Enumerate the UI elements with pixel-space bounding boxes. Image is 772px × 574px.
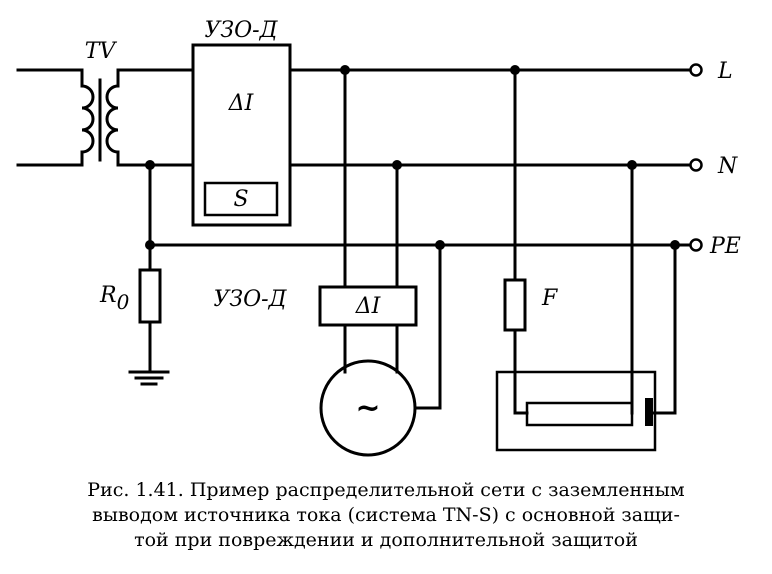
junction-dot (435, 240, 445, 250)
rcd-top-delta-label: ΔI (228, 91, 255, 116)
rcd-mid-label: УЗО-Д (214, 287, 288, 312)
heating-element (525, 401, 634, 427)
appliance-enclosure (495, 370, 657, 452)
junction-dot (510, 65, 520, 75)
junction-dot (145, 160, 155, 170)
junction-dot (145, 240, 155, 250)
line-label-PE: PE (709, 234, 741, 259)
rcd-mid-delta-label: ΔI (355, 294, 382, 319)
junction-dot (340, 65, 350, 75)
line-label-N: N (717, 154, 738, 179)
fuse-box (503, 278, 527, 332)
figure-caption: Рис. 1.41. Пример распределительной сети… (14, 478, 758, 553)
transformer-label: TV (85, 39, 118, 64)
junction-dot (670, 240, 680, 250)
caption-line-2: выводом источника тока (система TN-S) с … (92, 504, 680, 526)
enclosure-terminal (645, 398, 653, 426)
primary-winding (80, 84, 95, 154)
generator-symbol: ~ (355, 391, 380, 426)
terminal-N (689, 158, 703, 172)
line-label-L: L (717, 59, 733, 84)
rcd-top-box (191, 43, 292, 227)
terminal-PE (689, 238, 703, 252)
rcd-mid-box (318, 285, 418, 327)
rcd-top-switch-label: S (233, 187, 248, 212)
rcd-top-switch-box (203, 181, 279, 217)
caption-line-1: Рис. 1.41. Пример распределительной сети… (87, 479, 685, 501)
caption-line-3: той при повреждении и дополнительной защ… (134, 529, 638, 551)
terminal-L (689, 63, 703, 77)
junction-dot (627, 160, 637, 170)
fuse-label: F (541, 286, 558, 311)
secondary-winding (105, 84, 120, 154)
resistor-r0 (138, 268, 162, 324)
resistor-label: R0 (99, 283, 130, 314)
rcd-top-label: УЗО-Д (205, 18, 279, 43)
junction-dot (392, 160, 402, 170)
